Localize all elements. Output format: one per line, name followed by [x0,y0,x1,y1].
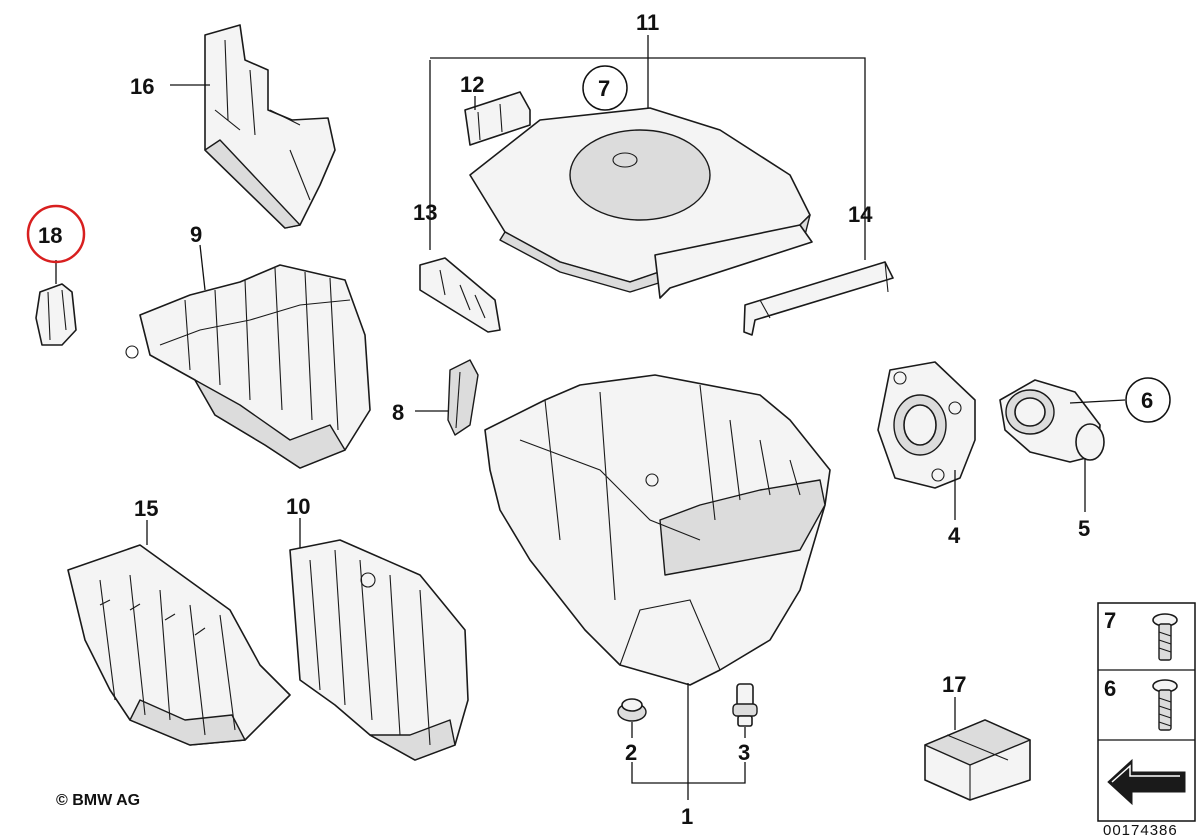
callout-10[interactable]: 10 [286,494,310,519]
part-2-grommet[interactable] [617,698,647,722]
callout-7[interactable]: 7 [598,76,610,101]
callout-17[interactable]: 17 [942,672,966,697]
part-9-carrier[interactable] [125,264,371,469]
callout-13[interactable]: 13 [413,200,437,225]
leader-11-bracket [430,57,866,260]
part-5-intake-duct[interactable] [999,379,1105,463]
leader-6 [1069,399,1126,404]
part-14-rail[interactable] [743,261,894,336]
part-16-bracket[interactable] [204,24,336,229]
screw-7-icon [1152,613,1178,661]
legend-label-7: 7 [1104,608,1116,633]
callout-15[interactable]: 15 [134,496,158,521]
part-3-valve[interactable] [732,683,758,727]
callout-2[interactable]: 2 [625,740,637,765]
leader-9 [199,244,206,291]
part-17-box[interactable] [924,719,1031,801]
part-15-fuse-holder[interactable] [67,544,291,746]
part-4-intake-housing[interactable] [877,361,976,489]
callout-9[interactable]: 9 [190,222,202,247]
callout-1[interactable]: 1 [681,804,693,829]
part-1-housing[interactable] [484,374,831,686]
part-8-seal[interactable] [447,359,479,436]
legend-label-6: 6 [1104,676,1116,701]
callout-11[interactable]: 11 [636,10,659,35]
document-number: 00174386 [1103,822,1178,839]
copyright-text: © BMW AG [56,792,140,809]
circled-callout-6 [1125,377,1171,423]
callout-16[interactable]: 16 [130,74,154,99]
part-13-latch[interactable] [419,257,501,333]
part-12-clip[interactable] [464,91,531,146]
callout-4[interactable]: 4 [948,523,961,548]
callout-8[interactable]: 8 [392,400,404,425]
callout-6[interactable]: 6 [1141,388,1153,413]
callout-3[interactable]: 3 [738,740,750,765]
callout-14[interactable]: 14 [848,202,873,227]
part-11-cover[interactable] [469,107,813,299]
callout-12[interactable]: 12 [460,72,484,97]
screw-6-icon [1152,679,1178,731]
callout-18[interactable]: 18 [38,223,62,248]
callout-5[interactable]: 5 [1078,516,1090,541]
highlight-circle-18 [26,204,86,264]
part-10-relay-box[interactable] [289,539,469,761]
circled-callout-7 [582,65,628,111]
arrow-icon [1107,758,1186,806]
part-18-clip[interactable] [35,283,77,346]
